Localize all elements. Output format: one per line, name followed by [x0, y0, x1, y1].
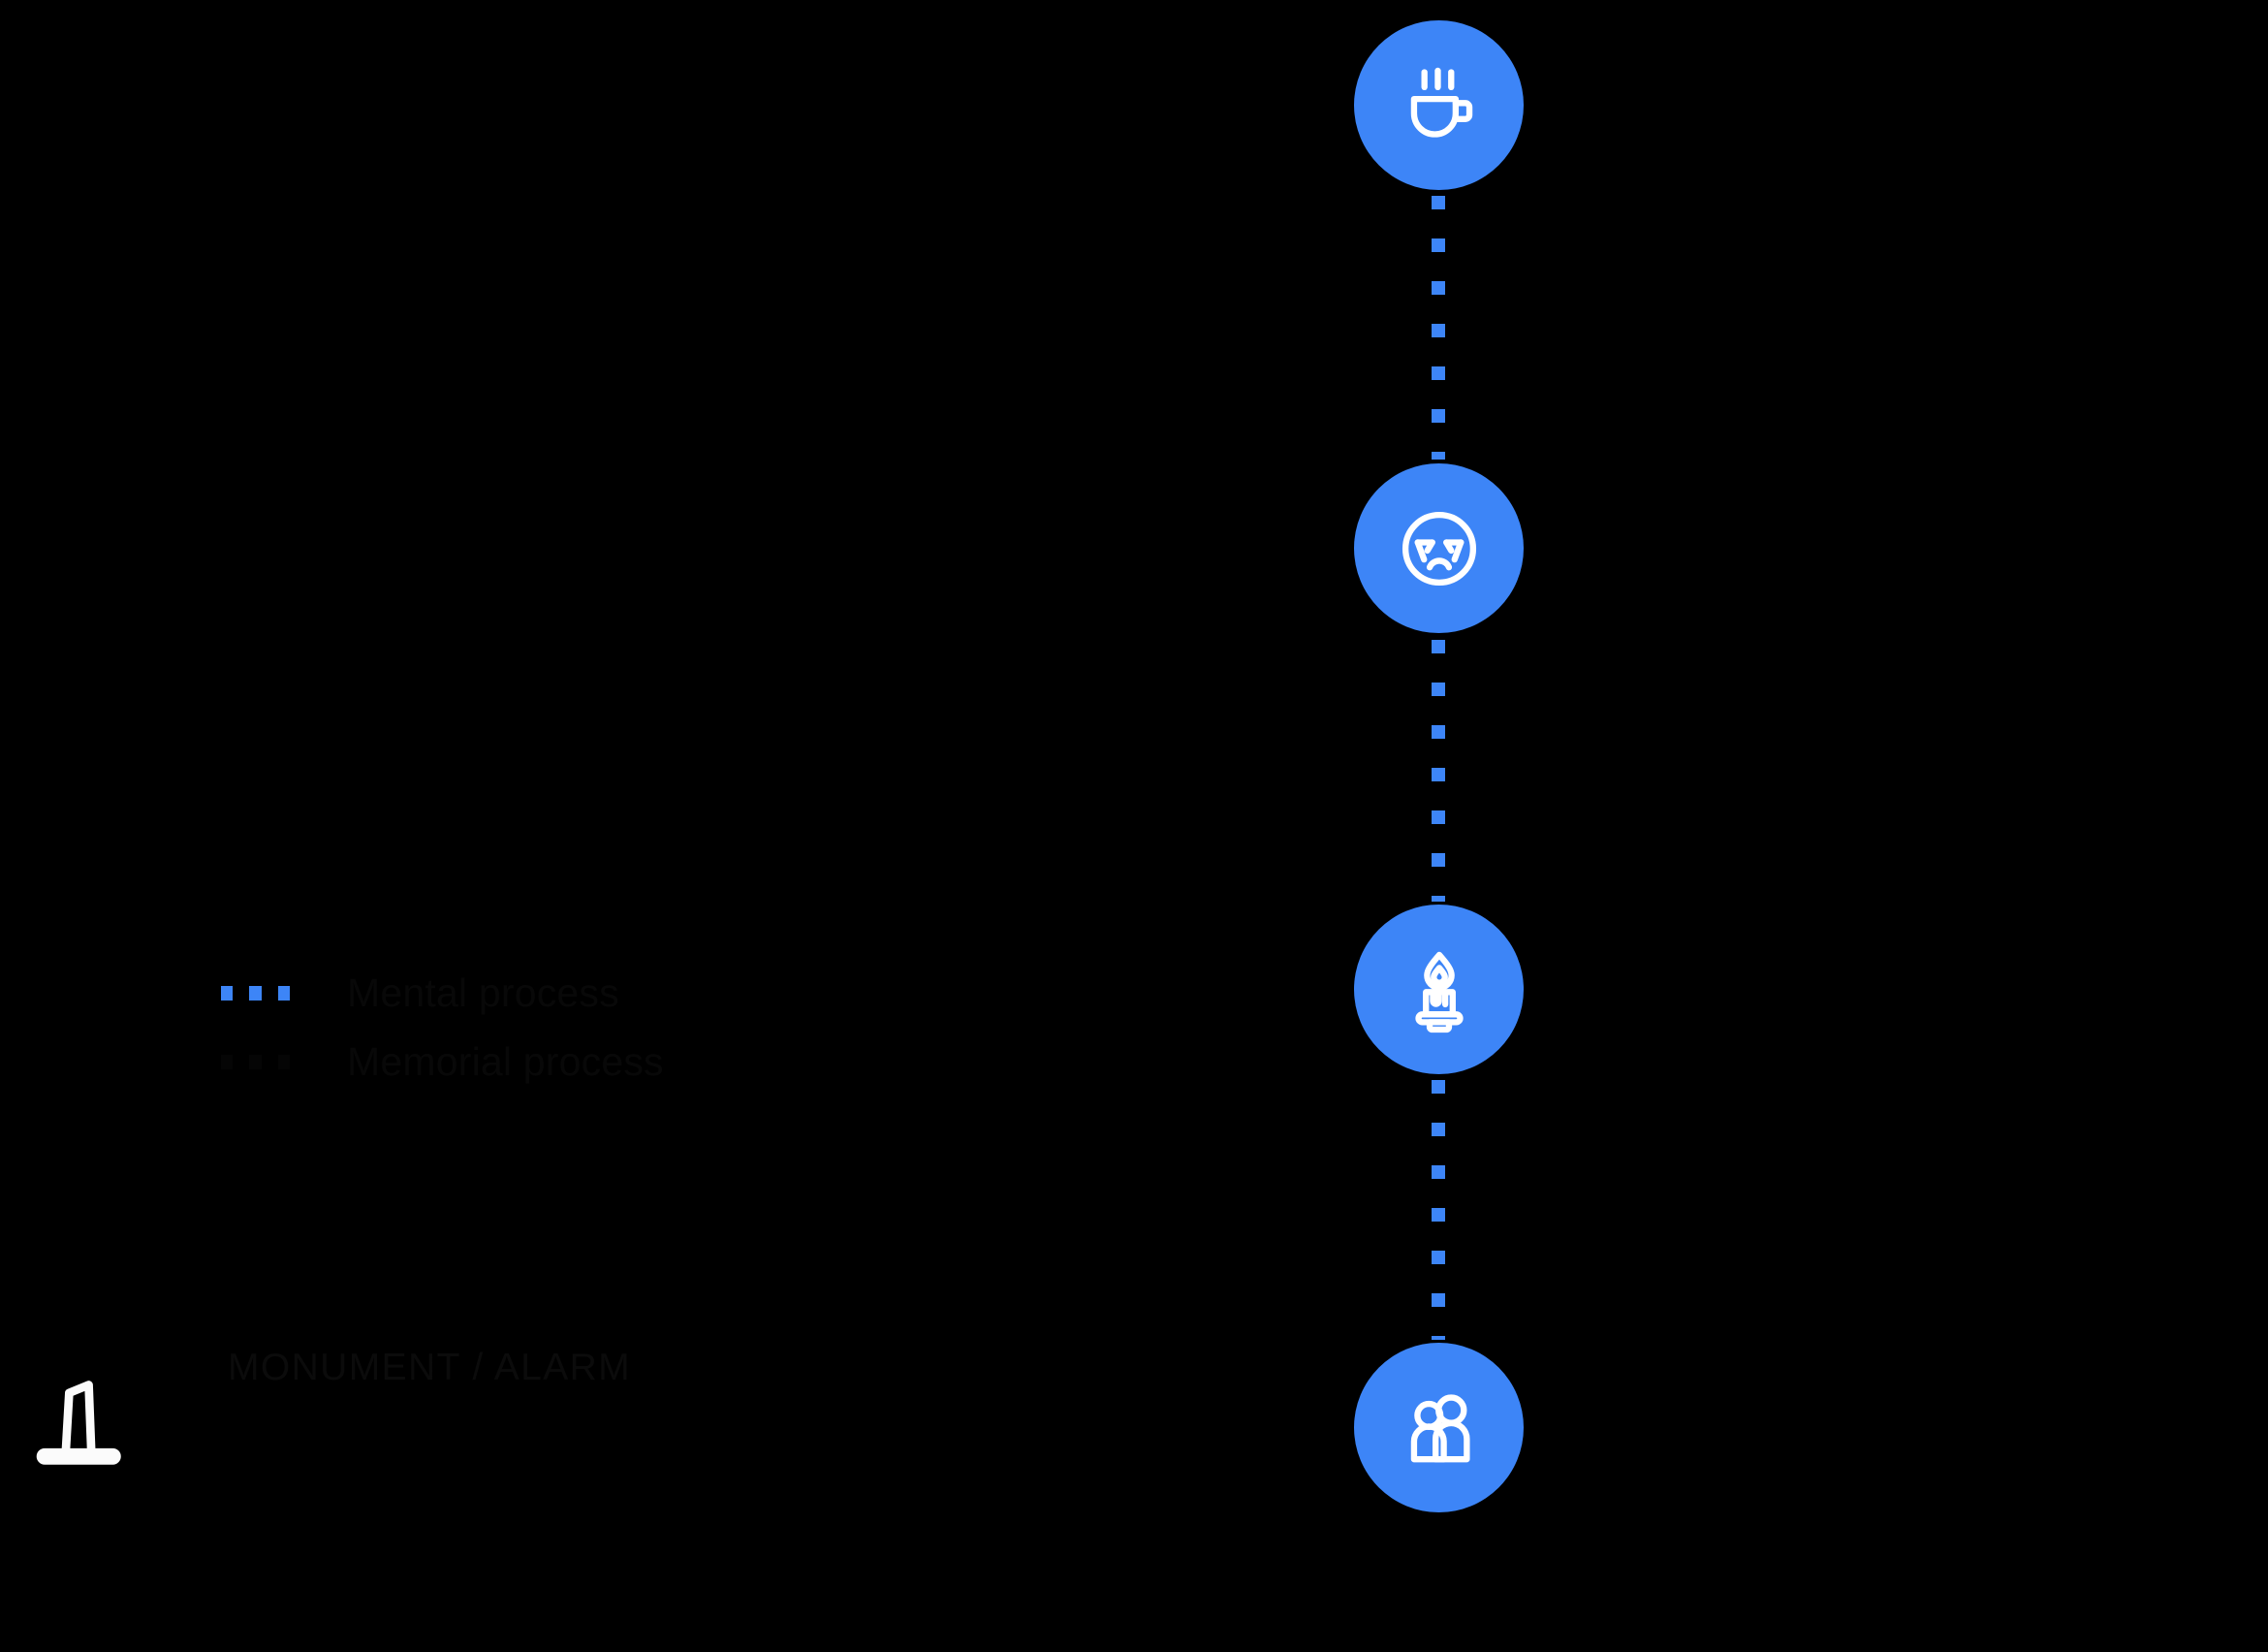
timeline-connector-2 [1432, 640, 1445, 902]
timeline-node-group[interactable] [1354, 1343, 1524, 1512]
dotted-square-marker-icon [221, 969, 306, 1016]
legend-item-mental-process: Mental process [221, 969, 619, 1016]
dotted-square-marker-icon [221, 1038, 306, 1085]
coffee-cup-icon [1395, 61, 1484, 150]
group-of-people-icon [1395, 1383, 1484, 1473]
legend-item-label: Mental process [347, 970, 619, 1015]
crying-face-icon [1395, 504, 1484, 593]
timeline-node-coffee[interactable] [1354, 20, 1524, 190]
timeline-connector-1 [1432, 196, 1445, 460]
monument-icon [25, 1369, 132, 1476]
legend-item-memorial-process: Memorial process [221, 1038, 664, 1085]
footer-caption: MONUMENT / ALARM [228, 1347, 632, 1388]
legend-item-label: Memorial process [347, 1039, 664, 1084]
candle-icon [1395, 945, 1484, 1034]
timeline-connector-3 [1432, 1080, 1445, 1340]
timeline-node-crying-face[interactable] [1354, 463, 1524, 633]
timeline-node-candle[interactable] [1354, 905, 1524, 1074]
vertical-timeline [1354, 0, 1524, 1652]
